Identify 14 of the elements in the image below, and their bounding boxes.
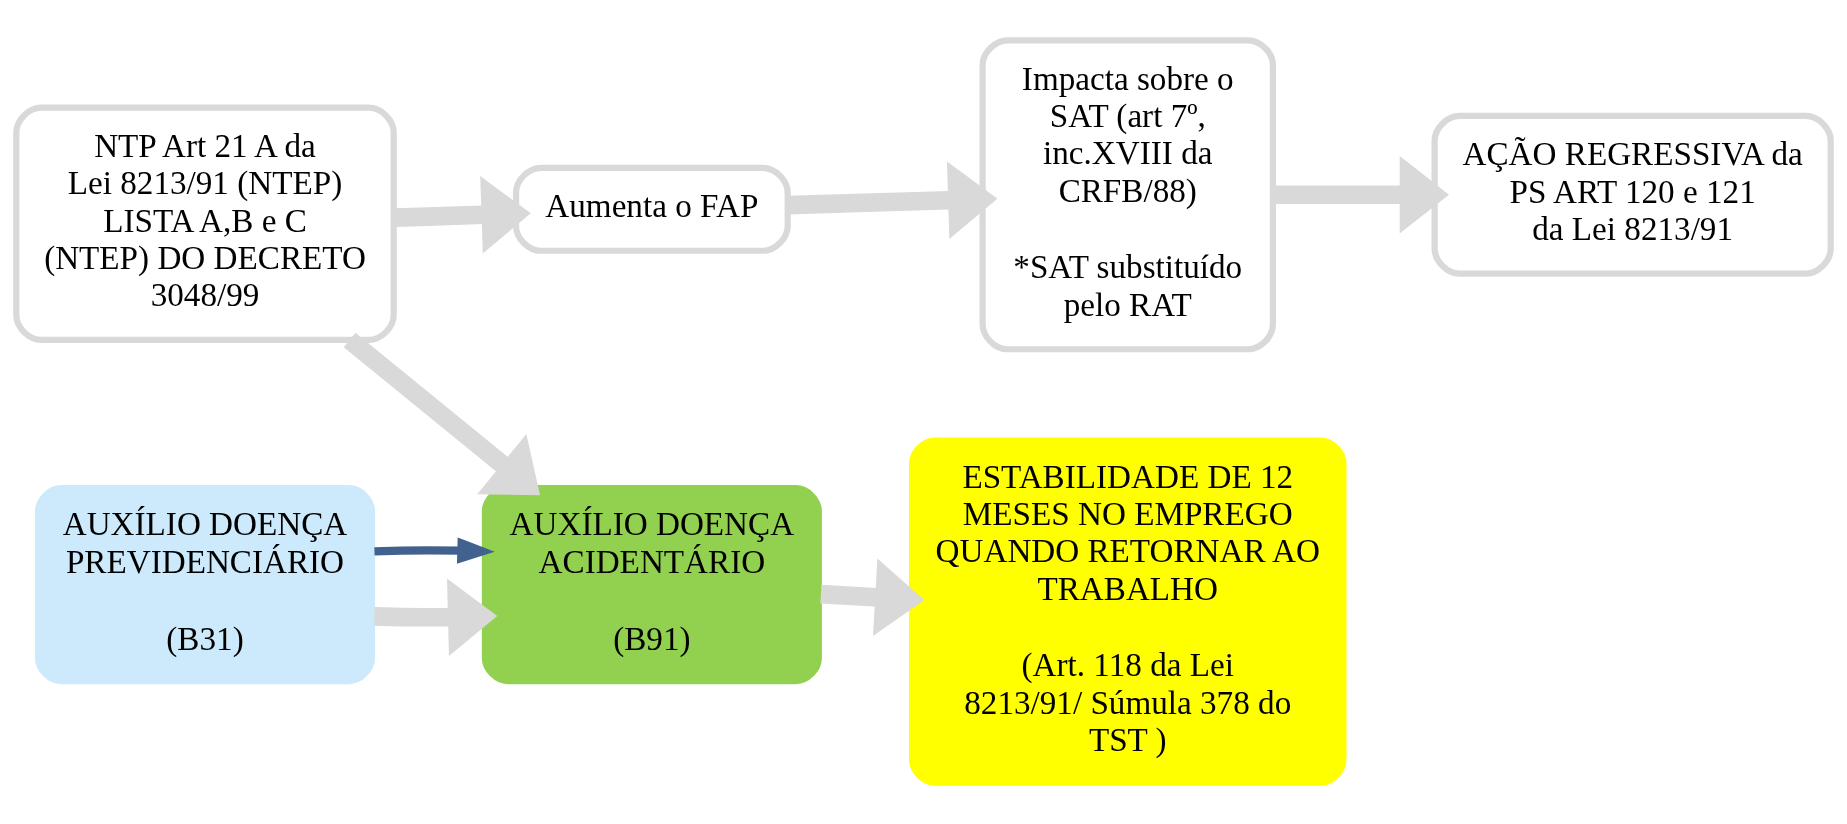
- arrow: [343, 332, 541, 495]
- arrow: [1273, 155, 1449, 234]
- node-box: ESTABILIDADE DE 12 MESES NO EMPREGO QUANDO RETORNAR AO TRABALHO (Art. 118 da Lei 8213/91/ Súmula 378 do TST ): [909, 436, 1347, 786]
- node-box: AÇÃO REGRESSIVA da PS ART 120 e 121 da Lei 8213/91: [1431, 112, 1834, 277]
- node-box: NTP Art 21 A da Lei 8213/91 (NTEP) LISTA A,B e C (NTEP) DO DECRETO 3048/99: [13, 104, 397, 343]
- arrow: [820, 558, 925, 636]
- arrow: [374, 577, 498, 656]
- node-box: Aumenta o FAP: [512, 164, 791, 254]
- node-box: AUXÍLIO DOENÇA PREVIDENCIÁRIO (B31): [34, 484, 376, 684]
- node-box: AUXÍLIO DOENÇA ACIDENTÁRIO (B91): [481, 484, 822, 684]
- arrow: [374, 537, 495, 564]
- arrow: [787, 160, 998, 239]
- arrow: [393, 175, 531, 254]
- node-box: Impacta sobre o SAT (art 7º, inc.XVIII da CRFB/88) *SAT substituído pelo RAT: [979, 36, 1276, 352]
